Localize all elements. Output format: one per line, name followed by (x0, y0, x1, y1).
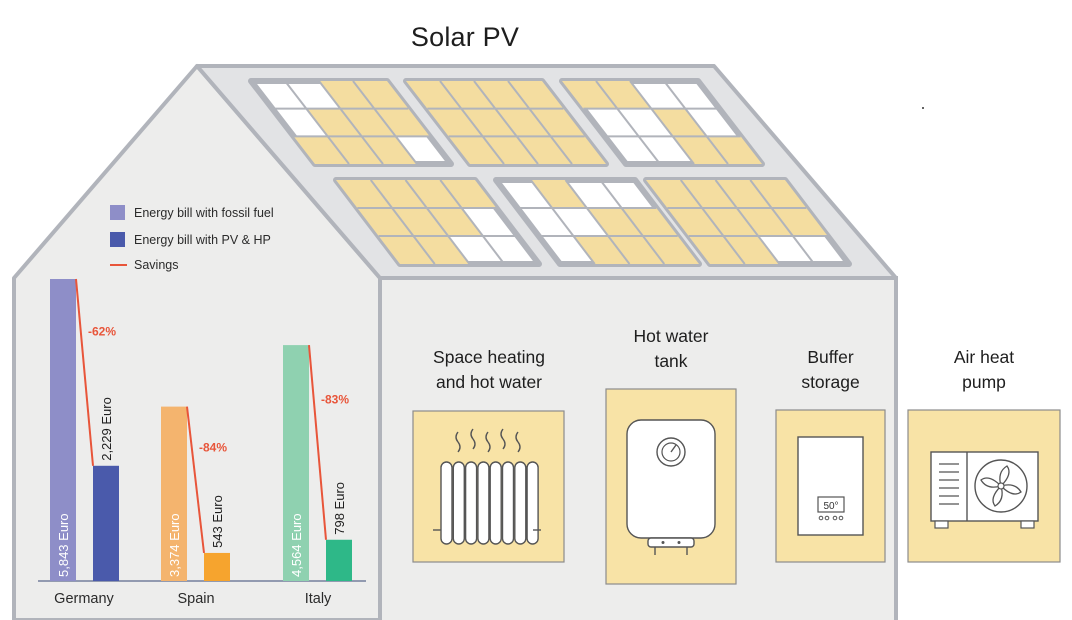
radiator-fin (464, 461, 478, 545)
savings-line-italy (308, 345, 327, 540)
legend-fossil-swatch (110, 205, 125, 220)
legend-fossil-label: Energy bill with fossil fuel (134, 206, 274, 220)
radiator-fin (526, 461, 539, 545)
solar-panel (643, 177, 852, 267)
legend-savings-line (110, 264, 127, 266)
label-hot-water-tank-line1: Hot water (633, 326, 709, 346)
bar-fossil-italy (283, 345, 309, 581)
radiator-fin (477, 461, 490, 545)
label-space-heating-line1: Space heating (433, 347, 545, 367)
solar-panel (403, 78, 609, 167)
label-hot-water-tank-line2: tank (654, 351, 688, 371)
radiator-fin (489, 461, 502, 545)
buffer-storage-icon: 50° (775, 409, 886, 563)
label-heat-pump: Air heat pump (908, 345, 1060, 395)
heat-pump-icon (907, 409, 1061, 563)
legend-fossil: Energy bill with fossil fuel (110, 205, 274, 220)
solar-panel (559, 78, 765, 167)
radiator-fin (514, 461, 527, 545)
bar-fossil-spain (161, 406, 187, 581)
radiator-icon (412, 410, 565, 563)
bar-pvhp-italy (326, 539, 352, 581)
bar-label-pvhp-italy: 798 Euro (332, 482, 347, 535)
legend-savings: Savings (110, 258, 178, 272)
bar-label-pvhp-spain: 543 Euro (210, 495, 225, 548)
label-buffer-storage-line2: storage (801, 372, 860, 392)
diagram-title: Solar PV (410, 22, 520, 52)
savings-label-spain: -84% (199, 441, 227, 455)
savings-label-germany: -62% (88, 324, 116, 338)
legend-pvhp-swatch (110, 232, 125, 247)
bar-label-fossil-spain: 3,374 Euro (167, 513, 182, 577)
label-buffer-storage: Buffer storage (776, 345, 885, 395)
label-hot-water-tank: Hot water tank (606, 324, 736, 374)
category-label: Germany (54, 591, 114, 607)
solar-panel (493, 177, 702, 267)
savings-line-spain (186, 406, 205, 554)
savings-label-italy: -83% (321, 393, 349, 407)
radiator-fin (501, 461, 515, 545)
legend-savings-label: Savings (134, 258, 179, 272)
label-buffer-storage-line1: Buffer (807, 347, 854, 367)
legend-pvhp-label: Energy bill with PV & HP (134, 233, 271, 247)
bar-label-pvhp-germany: 2,229 Euro (99, 397, 114, 461)
appliances: 50° (412, 388, 1061, 585)
label-space-heating-line2: and hot water (435, 372, 543, 392)
solar-panels (248, 78, 852, 267)
bar-pvhp-spain (204, 552, 230, 581)
category-label: Spain (177, 591, 215, 607)
solar-panel (333, 177, 542, 267)
category-label: Italy (304, 591, 332, 607)
bar-pvhp-germany (93, 465, 119, 581)
label-space-heating: Space heating and hot water (414, 345, 564, 395)
radiator-fin (452, 461, 465, 545)
radiator-fin (440, 461, 453, 545)
bar-fossil-germany (50, 279, 76, 581)
solar-panel (248, 78, 454, 167)
legend-pvhp: Energy bill with PV & HP (110, 232, 271, 247)
water-heater-icon (605, 388, 737, 585)
bar-label-fossil-italy: 4,564 Euro (289, 513, 304, 577)
label-heat-pump-line2: pump (962, 372, 1006, 392)
label-heat-pump-line1: Air heat (953, 347, 1015, 367)
buffer-temp-display: 50° (823, 501, 838, 512)
bill-comparison-chart: -62% 5,843 Euro 2,229 Euro -84% 3,374 Euro 54… (38, 278, 366, 582)
bar-label-fossil-germany: 5,843 Euro (56, 513, 71, 577)
savings-line-germany (75, 278, 94, 466)
